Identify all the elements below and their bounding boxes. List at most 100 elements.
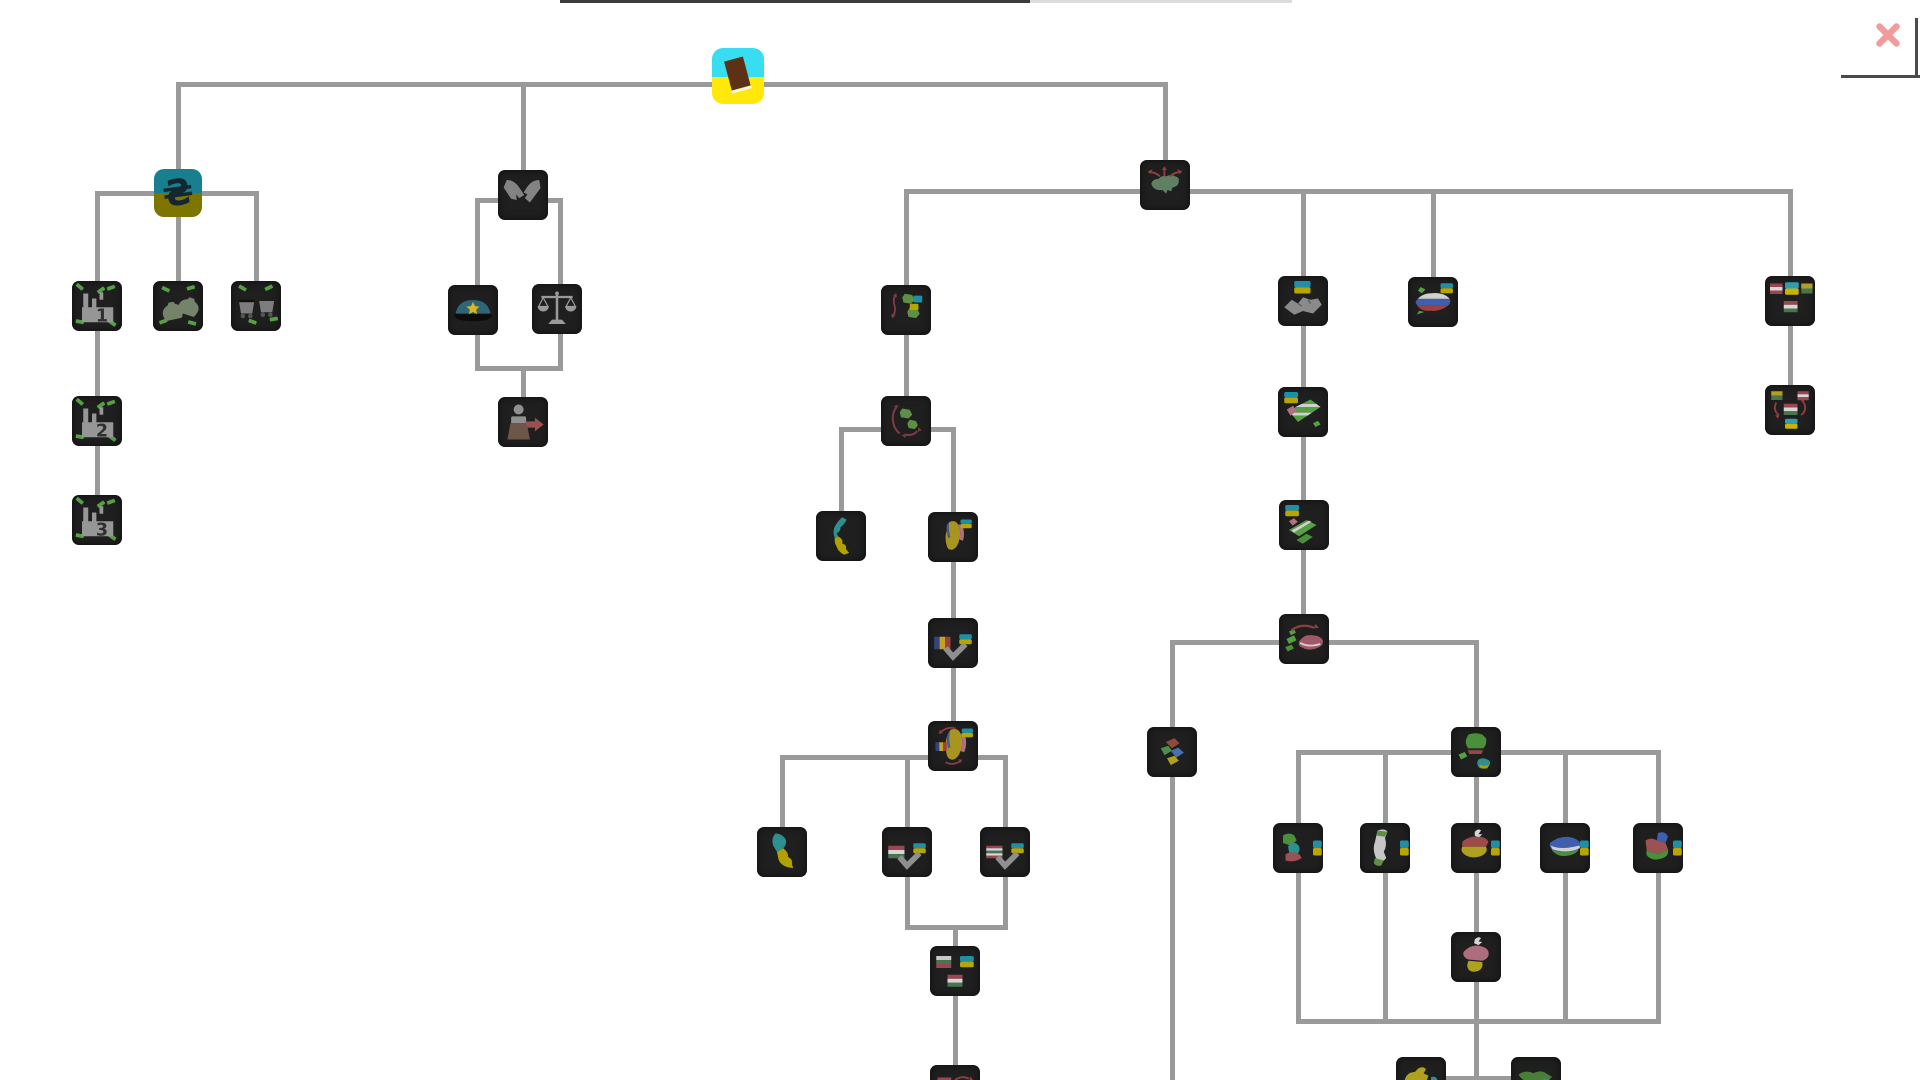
connector-line xyxy=(1382,749,1388,1024)
focus-horse-region[interactable] xyxy=(1396,1057,1446,1080)
focus-green-fields[interactable] xyxy=(1279,500,1329,550)
focus-district-5[interactable] xyxy=(1633,823,1683,873)
connector-line xyxy=(1162,81,1168,188)
focus-green-red-territory[interactable] xyxy=(1278,387,1328,437)
svg-text:3: 3 xyxy=(96,521,108,541)
focus-four-flags[interactable] xyxy=(1765,276,1815,326)
focus-moldova-claims[interactable] xyxy=(928,721,978,771)
green-region-icon xyxy=(1518,1071,1553,1080)
factory-icon: 3 xyxy=(75,497,117,541)
connector-line xyxy=(950,426,956,749)
corner-border-horizontal xyxy=(1841,75,1920,78)
focus-economy-hryvnia[interactable]: ₴ xyxy=(154,169,202,217)
horse-region-icon xyxy=(1404,1067,1438,1080)
puzzle-regions-icon xyxy=(1160,738,1184,766)
police-cap-icon xyxy=(454,300,492,322)
map-expansion-icon xyxy=(1147,166,1183,194)
teal-yellow-region-icon xyxy=(772,833,794,869)
focus-root-national-book[interactable] xyxy=(712,48,764,104)
district-map-5-icon xyxy=(1645,832,1682,860)
focus-district-1[interactable] xyxy=(1273,823,1323,873)
moldova-arrows-icon xyxy=(935,726,973,765)
focus-district-4[interactable] xyxy=(1540,823,1590,873)
district-map-4-icon xyxy=(1549,836,1589,857)
focus-river-region[interactable] xyxy=(816,511,866,561)
green-district-icon xyxy=(1458,733,1491,769)
connector-line xyxy=(1418,1075,1539,1080)
focus-civilian-factory-3[interactable]: 3 xyxy=(72,495,122,545)
connector-line xyxy=(520,365,526,425)
focus-police-cap[interactable] xyxy=(448,285,498,335)
hungary-handshake-icon xyxy=(888,843,926,870)
focus-justice-scales[interactable] xyxy=(532,284,582,334)
ukraine-book-icon xyxy=(724,56,753,94)
connector-line xyxy=(838,426,844,539)
pink-bird-region-icon xyxy=(1463,937,1489,972)
connector-line xyxy=(1655,749,1661,1024)
connector-line xyxy=(1473,749,1479,1024)
connector-line xyxy=(175,190,181,309)
moldova-region-icon xyxy=(945,519,972,550)
focus-flags-exchange[interactable] xyxy=(1765,385,1815,435)
flags-arrow-icon xyxy=(937,1076,974,1080)
mine-carts-icon xyxy=(238,284,279,325)
connector-line xyxy=(474,365,563,371)
focus-puzzle-regions[interactable] xyxy=(1147,727,1197,777)
focus-regions-exchange[interactable] xyxy=(881,396,931,446)
connector-line xyxy=(1562,749,1568,1024)
close-button[interactable] xyxy=(1874,21,1902,53)
connector-line xyxy=(474,197,480,371)
focus-green-region[interactable] xyxy=(1511,1057,1561,1080)
focus-district-2[interactable] xyxy=(1360,823,1410,873)
money-bags-icon xyxy=(159,285,199,326)
three-flags-icon xyxy=(936,956,974,987)
regions-cycle-icon xyxy=(891,404,922,438)
connector-line xyxy=(1473,639,1479,755)
focus-three-flags[interactable] xyxy=(930,946,980,996)
focus-moldova-region[interactable] xyxy=(928,512,978,562)
focus-flags-arrow[interactable] xyxy=(930,1065,980,1080)
focus-green-district[interactable] xyxy=(1451,727,1501,777)
regions-flags-icon xyxy=(891,293,923,319)
focus-civilian-factory-2[interactable]: 2 xyxy=(72,396,122,446)
focus-gray-territory[interactable] xyxy=(1278,276,1328,326)
focus-speaker-podium[interactable] xyxy=(498,397,548,447)
svg-text:₴: ₴ xyxy=(160,171,196,216)
focus-slovakia-territory[interactable] xyxy=(1408,277,1458,327)
connector-line xyxy=(520,81,526,198)
focus-money-bags[interactable] xyxy=(153,281,203,331)
connector-line xyxy=(175,81,1168,87)
focus-southwest-regions[interactable] xyxy=(881,285,931,335)
factory-icon: 2 xyxy=(75,398,117,442)
focus-civilian-factory-1[interactable]: 1 xyxy=(72,281,122,331)
broken-handshake-icon xyxy=(503,180,541,203)
green-red-map-icon xyxy=(1284,392,1321,427)
svg-text:2: 2 xyxy=(96,422,108,442)
focus-hungary-agreement-1[interactable] xyxy=(882,827,932,877)
focus-pink-bird-region[interactable] xyxy=(1451,932,1501,982)
focus-advance-arrow[interactable] xyxy=(1279,614,1329,664)
connector-line xyxy=(952,924,958,1080)
focus-southwest-territory[interactable] xyxy=(757,827,807,877)
connector-line xyxy=(1473,1018,1479,1080)
connector-line xyxy=(1169,639,1175,1080)
focus-hungary-agreement-2[interactable] xyxy=(980,827,1030,877)
focus-territorial-expansion[interactable] xyxy=(1140,160,1190,210)
connector-line xyxy=(903,188,1793,194)
focus-mine-carts[interactable] xyxy=(231,281,281,331)
flags-exchange-icon xyxy=(1771,391,1809,429)
river-region-icon xyxy=(833,517,850,555)
district-map-1-icon xyxy=(1283,833,1322,862)
flag-gray-map-icon xyxy=(1284,281,1322,315)
slovakia-map-icon xyxy=(1415,283,1453,315)
focus-district-3[interactable] xyxy=(1451,823,1501,873)
connector-line xyxy=(1295,749,1301,1024)
focus-romania-agreement[interactable] xyxy=(928,618,978,668)
svg-text:1: 1 xyxy=(96,307,108,327)
hryvnia-icon: ₴ xyxy=(160,171,196,216)
hungary-handshake-2-icon xyxy=(986,843,1024,870)
four-flags-icon xyxy=(1770,282,1813,313)
focus-broken-handshake[interactable] xyxy=(498,170,548,220)
connector-line xyxy=(253,190,259,309)
